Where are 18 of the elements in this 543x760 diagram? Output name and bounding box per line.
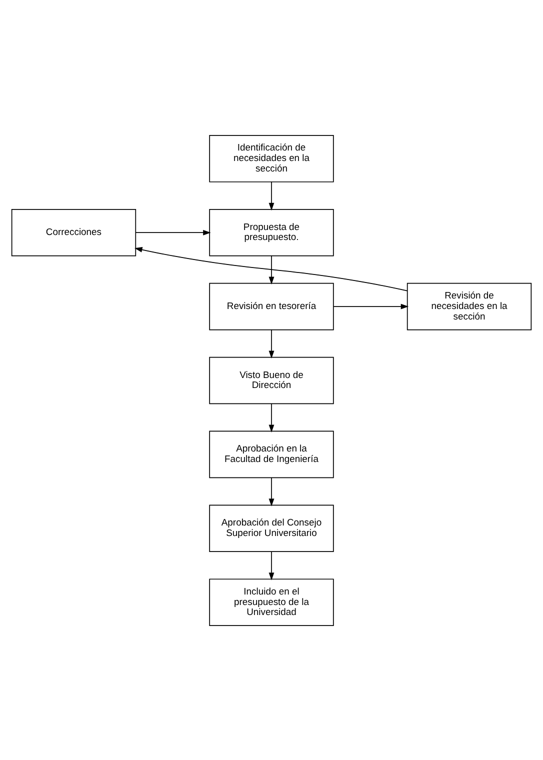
arrow bbox=[268, 255, 274, 284]
arrow bbox=[333, 303, 409, 309]
node-box: Revisión en tesorería bbox=[209, 282, 334, 330]
arrow bbox=[135, 229, 211, 235]
node-box: Revisión de necesidades en la sección bbox=[406, 282, 532, 330]
arrow bbox=[268, 550, 274, 580]
arrow bbox=[268, 402, 274, 432]
arrow bbox=[268, 181, 274, 210]
node-box: Visto Bueno de Dirección bbox=[209, 356, 334, 404]
node-box: Identificación de necesidades en la sección bbox=[209, 134, 334, 182]
node-box: Propuesta de presupuesto. bbox=[209, 208, 334, 256]
node-box: Correcciones bbox=[11, 208, 136, 256]
node-box: Incluido en el presupuesto de la Universidad bbox=[209, 578, 334, 626]
node-box: Aprobación en la Facultad de Ingeniería bbox=[209, 430, 334, 478]
arrow bbox=[268, 476, 274, 506]
arrow bbox=[268, 328, 274, 358]
arrow bbox=[134, 246, 408, 291]
node-box: Aprobación del Consejo Superior Universitario bbox=[209, 504, 334, 552]
